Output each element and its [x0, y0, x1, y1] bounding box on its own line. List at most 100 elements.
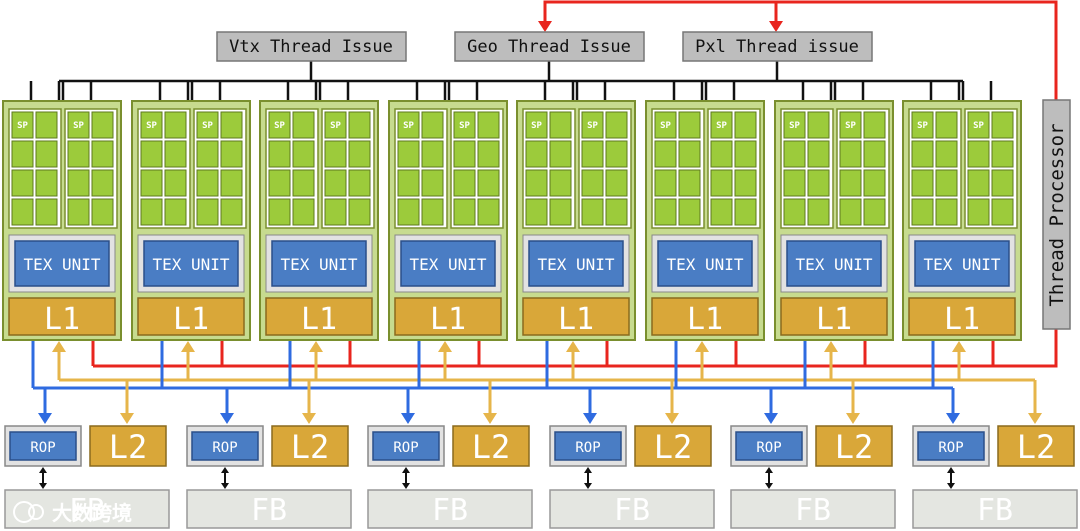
sp-core: [935, 111, 958, 139]
sp-core: [967, 140, 990, 168]
l1-cache-label: L1: [173, 302, 209, 337]
crossbar-gold-arrow-icon: [302, 413, 316, 424]
l1-cache: L1: [265, 297, 373, 337]
sp-core: [91, 140, 114, 168]
issue-unit-label: Vtx Thread Issue: [229, 37, 393, 57]
sp-core: [654, 111, 677, 139]
sp-core: [140, 111, 163, 139]
l1-cache: L1: [908, 297, 1016, 337]
sp-core: [581, 169, 604, 197]
sp-core: [477, 169, 500, 197]
streaming-multiprocessor: SP: [394, 108, 448, 229]
fb-link-arrow-icon: [765, 467, 773, 473]
frame-buffer-body: [367, 489, 533, 529]
sp-core: [549, 140, 572, 168]
fb-link-arrow-icon: [402, 467, 410, 473]
sp-label: SP: [146, 121, 157, 131]
tex-unit-body: [400, 240, 496, 287]
sp-core: [783, 169, 806, 197]
sp-core: [348, 111, 371, 139]
sp-core: [783, 198, 806, 226]
sp-core: [11, 111, 34, 139]
sp-core: [421, 169, 444, 197]
sp-core: [911, 169, 934, 197]
l1-cache: L1: [8, 297, 116, 337]
l2-cache-body: [997, 425, 1075, 467]
sp-core: [397, 140, 420, 168]
rop-label: ROP: [938, 440, 963, 456]
sp-core: [164, 169, 187, 197]
frame-buffer-body: [912, 489, 1078, 529]
sp-label: SP: [274, 121, 285, 131]
sp-core: [453, 111, 476, 139]
sp-core: [911, 140, 934, 168]
l2-cache-label: L2: [291, 428, 330, 466]
tex-unit-body: [786, 240, 882, 287]
sp-core: [421, 140, 444, 168]
streaming-multiprocessor: SP: [836, 108, 890, 229]
issue-unit-label: Geo Thread Issue: [467, 37, 631, 57]
l1-cache-label: L1: [301, 302, 337, 337]
sp-core: [863, 198, 886, 226]
rop-body: [191, 431, 259, 461]
sp-core: [710, 111, 733, 139]
rop-label: ROP: [30, 440, 55, 456]
tex-unit-label: TEX UNIT: [923, 255, 1000, 274]
issue-unit-pxl: Pxl Thread issue: [682, 31, 873, 62]
sp-core: [525, 111, 548, 139]
sp-core: [734, 169, 757, 197]
sp-core: [268, 111, 291, 139]
streaming-multiprocessor: SP: [64, 108, 118, 229]
l1-cache: L1: [522, 297, 630, 337]
frame-buffer-label: FB: [69, 493, 105, 528]
streaming-multiprocessor: SP: [522, 108, 576, 229]
l1-cache-body: [522, 297, 630, 336]
sp-core: [196, 198, 219, 226]
streaming-multiprocessor: SP: [964, 108, 1018, 229]
l1-cache-body: [651, 297, 759, 336]
sp-label: SP: [403, 121, 414, 131]
tex-unit: TEX UNIT: [908, 234, 1016, 293]
sp-label: SP: [716, 121, 727, 131]
frame-buffer-label: FB: [432, 493, 468, 528]
fb-link-arrow-icon: [947, 483, 955, 489]
streaming-multiprocessor: SP: [193, 108, 247, 229]
interconnect-wires: [29, 0, 1058, 424]
crossbar-gold-arrow-icon: [438, 341, 452, 352]
sp-core: [140, 198, 163, 226]
sp-core: [268, 140, 291, 168]
rop-label: ROP: [212, 440, 237, 456]
sp-core: [911, 198, 934, 226]
l2-cache-label: L2: [835, 428, 874, 466]
sp-core: [525, 198, 548, 226]
sp-core: [35, 140, 58, 168]
sp-core: [324, 198, 347, 226]
sp-core: [935, 140, 958, 168]
sp-core: [678, 140, 701, 168]
sp-core: [654, 198, 677, 226]
frame-buffer-body: [4, 489, 170, 529]
watermark-text: 大数跨境: [52, 501, 132, 525]
sp-label: SP: [587, 121, 598, 131]
sp-core: [140, 140, 163, 168]
control-arrow-icon: [538, 21, 552, 32]
sp-core: [525, 169, 548, 197]
l1-cache: L1: [780, 297, 888, 337]
l1-cache-body: [394, 297, 502, 336]
fb-link-arrow-icon: [947, 467, 955, 473]
sp-label: SP: [330, 121, 341, 131]
sp-core: [839, 140, 862, 168]
l1-cache: L1: [651, 297, 759, 337]
sp-core: [654, 140, 677, 168]
fb-link-arrow-icon: [221, 467, 229, 473]
sp-core: [292, 140, 315, 168]
crossbar-gold-arrow-icon: [181, 341, 195, 352]
streaming-multiprocessor: SP: [651, 108, 705, 229]
